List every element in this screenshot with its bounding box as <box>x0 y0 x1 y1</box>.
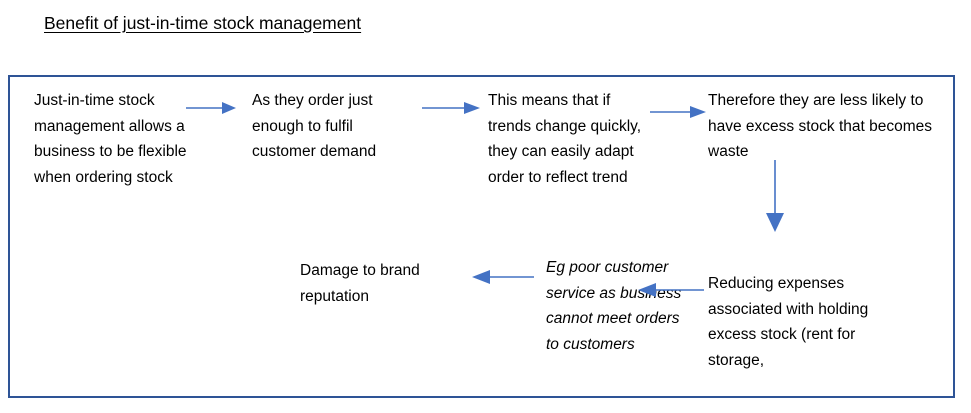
flow-node-poor-customer-service: Eg poor customer service as business can… <box>546 259 682 353</box>
arrow-right-icon-node2-to-node3 <box>422 96 480 120</box>
arrow-right-icon-node3-to-node4 <box>650 100 706 124</box>
arrow-left-icon-node6-to-node7 <box>472 265 534 289</box>
flow-node-damage-to-brand-reputation: Damage to brand reputation <box>300 262 420 305</box>
flow-node-adapt-to-trends: This means that if trends change quickly… <box>488 92 642 186</box>
arrow-left-icon-node5-to-node6 <box>638 278 704 302</box>
flow-node-reducing-expenses: Reducing expenses associated with holdin… <box>708 275 869 369</box>
arrow-right-icon-node1-to-node2 <box>186 96 236 120</box>
flow-node-order-just-enough: As they order just enough to fulfil cust… <box>252 92 377 160</box>
flow-node-jit-allows-flexibility: Just-in-time stock management allows a b… <box>34 92 187 186</box>
page-title: Benefit of just-in-time stock management <box>44 13 362 33</box>
flowchart-frame <box>8 75 955 398</box>
arrow-down-icon-node4-to-node5 <box>762 160 788 232</box>
flow-node-less-excess-stock-waste: Therefore they are less likely to have e… <box>708 92 933 160</box>
